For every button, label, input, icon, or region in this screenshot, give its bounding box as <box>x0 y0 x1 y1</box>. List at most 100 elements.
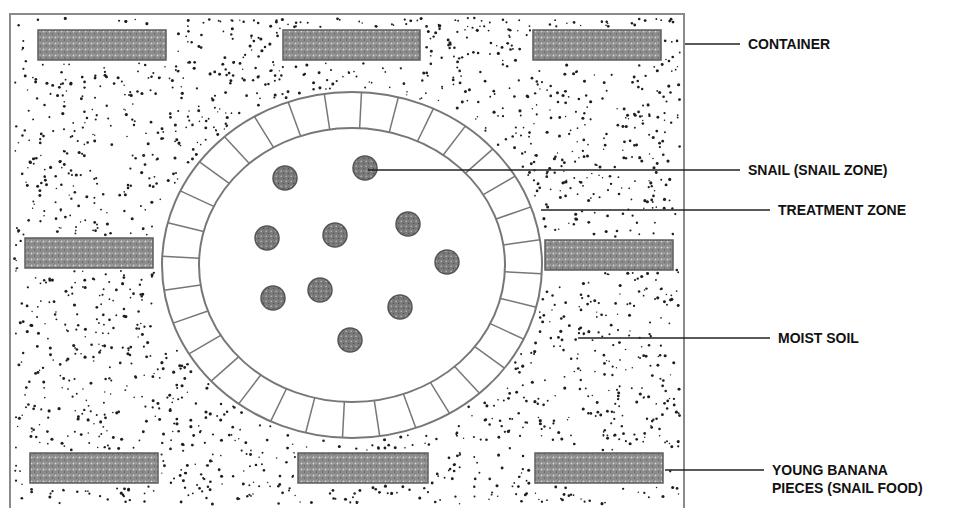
soil-dot <box>595 415 597 417</box>
soil-dot <box>64 324 66 326</box>
soil-dot <box>177 430 180 433</box>
soil-dot <box>162 460 164 462</box>
soil-dot <box>452 79 455 82</box>
soil-dot <box>599 196 601 198</box>
soil-dot <box>617 124 620 127</box>
soil-dot <box>110 379 112 381</box>
soil-dot <box>99 295 101 297</box>
soil-dot <box>281 18 284 21</box>
soil-dot <box>88 405 90 407</box>
soil-dot <box>46 430 49 433</box>
soil-dot <box>481 20 483 22</box>
soil-dot <box>274 94 277 97</box>
soil-dot <box>243 470 245 472</box>
soil-dot <box>28 110 30 112</box>
soil-dot <box>444 477 446 479</box>
soil-dot <box>459 466 461 468</box>
soil-dot <box>298 91 301 94</box>
soil-dot <box>175 65 177 67</box>
soil-dot <box>112 436 115 439</box>
soil-dot <box>161 453 163 455</box>
soil-dot <box>21 414 23 416</box>
soil-dot <box>286 447 289 450</box>
soil-dot <box>675 411 678 414</box>
soil-dot <box>35 277 37 279</box>
soil-dot <box>36 316 38 318</box>
soil-dot <box>27 89 29 91</box>
soil-dot <box>223 56 226 59</box>
soil-dot <box>119 362 122 365</box>
soil-dot <box>436 473 439 476</box>
soil-dot <box>424 442 426 444</box>
soil-dot <box>518 371 521 374</box>
soil-dot <box>637 277 639 279</box>
soil-dot <box>64 216 67 219</box>
soil-dot <box>565 64 568 67</box>
soil-dot <box>611 411 613 413</box>
soil-dot <box>616 108 617 109</box>
soil-dot <box>539 88 540 89</box>
soil-dot <box>441 86 443 88</box>
soil-dot <box>76 348 79 351</box>
soil-dot <box>58 502 60 504</box>
soil-dot <box>258 485 260 487</box>
soil-dot <box>69 194 70 195</box>
soil-dot <box>103 402 105 404</box>
soil-dot <box>362 62 364 64</box>
soil-dot <box>564 180 567 183</box>
soil-dot <box>678 145 681 148</box>
soil-dot <box>658 356 659 357</box>
soil-dot <box>95 119 97 121</box>
soil-dot <box>430 50 433 53</box>
soil-dot <box>215 130 217 132</box>
soil-dot <box>572 151 574 153</box>
soil-dot <box>678 412 680 414</box>
soil-dot <box>78 151 81 154</box>
soil-dot <box>384 485 387 488</box>
soil-dot <box>476 462 478 464</box>
soil-dot <box>154 92 157 95</box>
soil-dot <box>669 91 672 94</box>
soil-dot <box>617 398 619 400</box>
soil-dot <box>539 330 542 333</box>
soil-dot <box>287 90 290 93</box>
soil-dot <box>325 63 327 65</box>
soil-dot <box>208 118 210 120</box>
soil-dot <box>614 403 616 405</box>
soil-dot <box>361 22 363 24</box>
soil-dot <box>453 83 455 85</box>
soil-dot <box>90 410 92 412</box>
soil-dot <box>220 439 223 442</box>
soil-dot <box>656 116 659 119</box>
soil-dot <box>63 150 65 152</box>
soil-dot <box>245 94 248 97</box>
soil-dot <box>554 19 556 21</box>
soil-dot <box>568 324 571 327</box>
soil-dot <box>533 353 535 355</box>
soil-dot <box>279 475 282 478</box>
soil-dot <box>71 396 73 398</box>
callout-label: SNAIL (SNAIL ZONE) <box>748 161 948 179</box>
soil-dot <box>14 470 16 472</box>
soil-dot <box>106 105 108 107</box>
ring-divider <box>483 176 515 194</box>
soil-dot <box>226 411 228 413</box>
soil-dot <box>621 425 623 427</box>
snail <box>308 278 332 302</box>
soil-dot <box>279 28 281 30</box>
soil-dot <box>598 166 601 169</box>
soil-dot <box>181 86 182 87</box>
soil-dot <box>142 227 145 230</box>
soil-dot <box>633 144 636 147</box>
soil-dot <box>546 171 549 174</box>
soil-dot <box>592 193 594 195</box>
soil-dot <box>22 40 24 42</box>
soil-dot <box>64 151 66 153</box>
soil-dot <box>312 88 314 90</box>
soil-dot <box>478 472 480 474</box>
soil-dot <box>502 115 504 117</box>
ring-divider <box>496 207 531 219</box>
soil-dot <box>257 76 260 79</box>
soil-dot <box>384 71 386 73</box>
soil-dot <box>560 317 563 320</box>
